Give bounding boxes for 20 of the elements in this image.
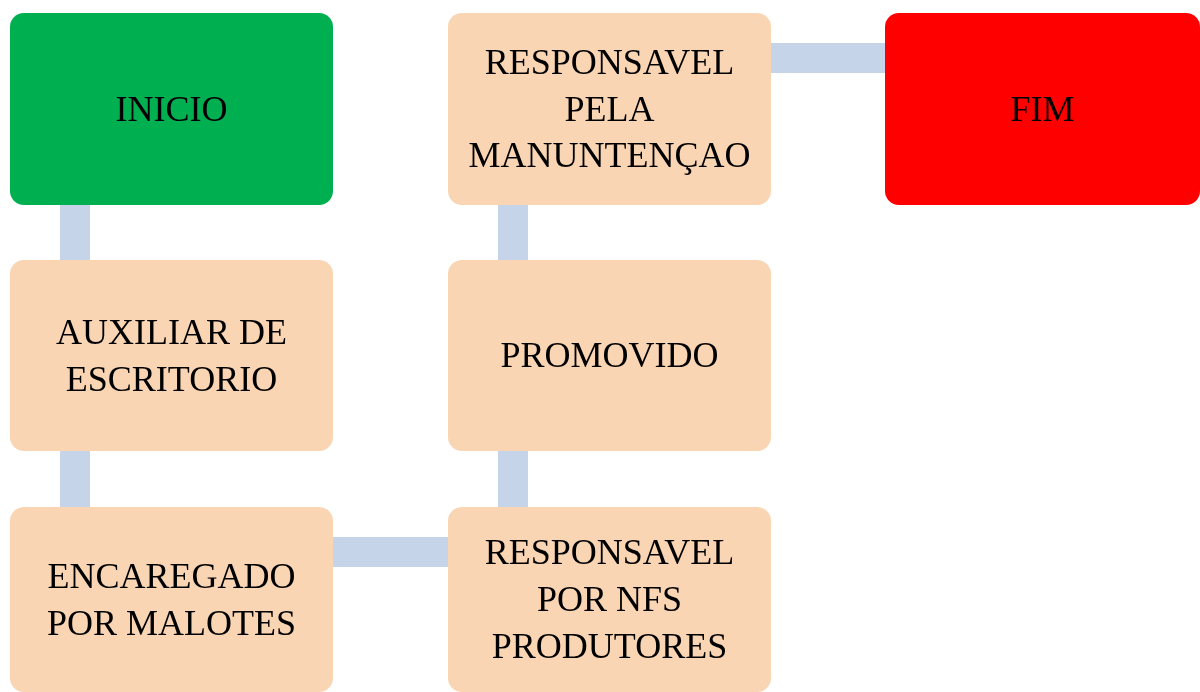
connector-bar	[771, 43, 885, 73]
connector-bar	[60, 205, 90, 260]
connector-bar	[498, 451, 528, 507]
box-label: ENCAREGADO POR MALOTES	[46, 554, 297, 645]
connector-bar	[60, 451, 90, 507]
box-label: AUXILIAR DE ESCRITORIO	[55, 310, 288, 401]
process-box	[448, 507, 771, 692]
connector-bar	[498, 205, 528, 260]
start-box	[10, 13, 333, 205]
process-box	[448, 260, 771, 451]
process-box	[10, 507, 333, 692]
process-box	[10, 260, 333, 451]
box-label: FIM	[1010, 87, 1075, 131]
connector-bar	[333, 537, 448, 567]
box-label: INICIO	[115, 87, 228, 131]
process-box	[448, 13, 771, 205]
box-label: RESPONSAVEL PELA MANUNTENÇAO	[467, 40, 752, 178]
box-label: RESPONSAVEL POR NFS PRODUTORES	[483, 531, 736, 668]
end-box	[885, 13, 1200, 205]
box-label: PROMOVIDO	[500, 334, 719, 378]
